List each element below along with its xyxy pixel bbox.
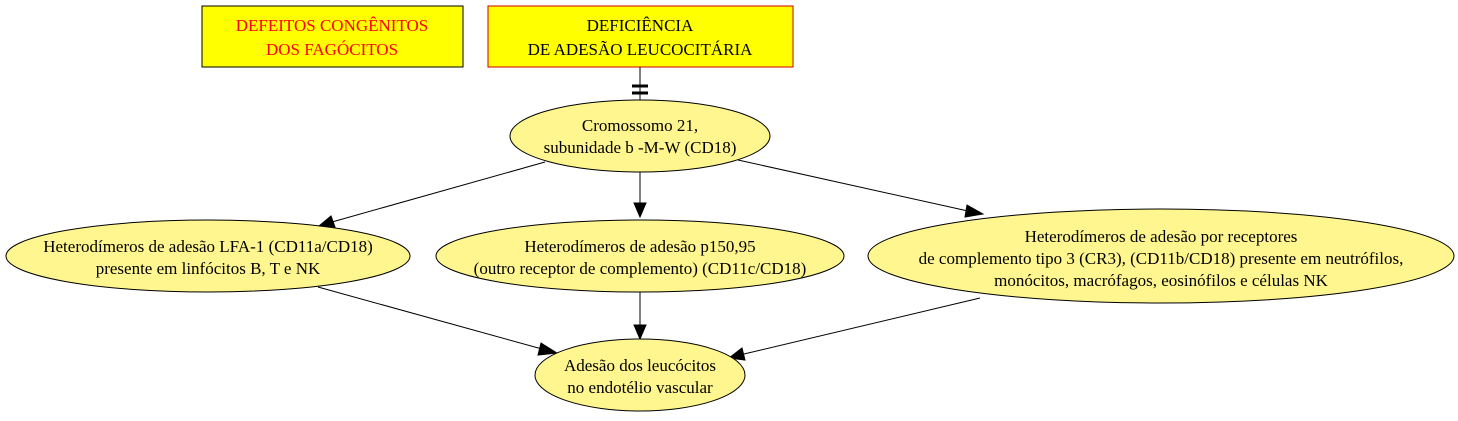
cr3-line-3: monócitos, macrófagos, eosinófilos e cél… <box>994 271 1329 290</box>
cromossomo-node: Cromossomo 21, subunidade b -M-W (CD18) <box>509 99 771 173</box>
deficiencia-line-2: DE ADESÃO LEUCOCITÁRIA <box>528 40 753 59</box>
cromossomo-line-2: subunidade b -M-W (CD18) <box>544 138 737 157</box>
deficiencia-box: DEFICIÊNCIA DE ADESÃO LEUCOCITÁRIA <box>487 5 794 68</box>
adesao-node: Adesão dos leucócitos no endotélio vascu… <box>534 338 746 412</box>
edge-p150-adesao <box>633 292 647 341</box>
edge-cr3-adesao <box>727 297 981 361</box>
edge-cromossomo-p150 <box>633 172 647 219</box>
p150-line-1: Heterodímeros de adesão p150,95 <box>524 237 755 256</box>
edge-deficiencia-cromossomo <box>632 67 648 100</box>
lfa1-line-2: presente em linfócitos B, T e NK <box>96 259 321 278</box>
adesao-line-2: no endotélio vascular <box>567 378 713 397</box>
p150-line-2: (outro receptor de complemento) (CD11c/C… <box>474 259 807 278</box>
cromossomo-line-1: Cromossomo 21, <box>582 116 698 135</box>
defeitos-line-2: DOS FAGÓCITOS <box>266 40 398 59</box>
deficiencia-line-1: DEFICIÊNCIA <box>587 16 694 35</box>
edge-lfa1-adesao <box>317 286 559 356</box>
lfa1-line-1: Heterodímeros de adesão LFA-1 (CD11a/CD1… <box>43 237 373 256</box>
adesao-line-1: Adesão dos leucócitos <box>564 356 716 375</box>
defeitos-box: DEFEITOS CONGÊNITOS DOS FAGÓCITOS <box>201 5 464 68</box>
p150-node: Heterodímeros de adesão p150,95 (outro r… <box>435 219 845 293</box>
edge-cromossomo-cr3 <box>737 159 985 218</box>
cr3-line-1: Heterodímeros de adesão por receptores <box>1025 227 1298 246</box>
cr3-line-2: de complemento tipo 3 (CR3), (CD11b/CD18… <box>919 249 1404 268</box>
lfa1-node: Heterodímeros de adesão LFA-1 (CD11a/CD1… <box>5 219 411 293</box>
defeitos-line-1: DEFEITOS CONGÊNITOS <box>236 16 429 35</box>
edge-cromossomo-lfa1 <box>317 161 546 228</box>
cr3-node: Heterodímeros de adesão por receptores d… <box>867 208 1455 304</box>
